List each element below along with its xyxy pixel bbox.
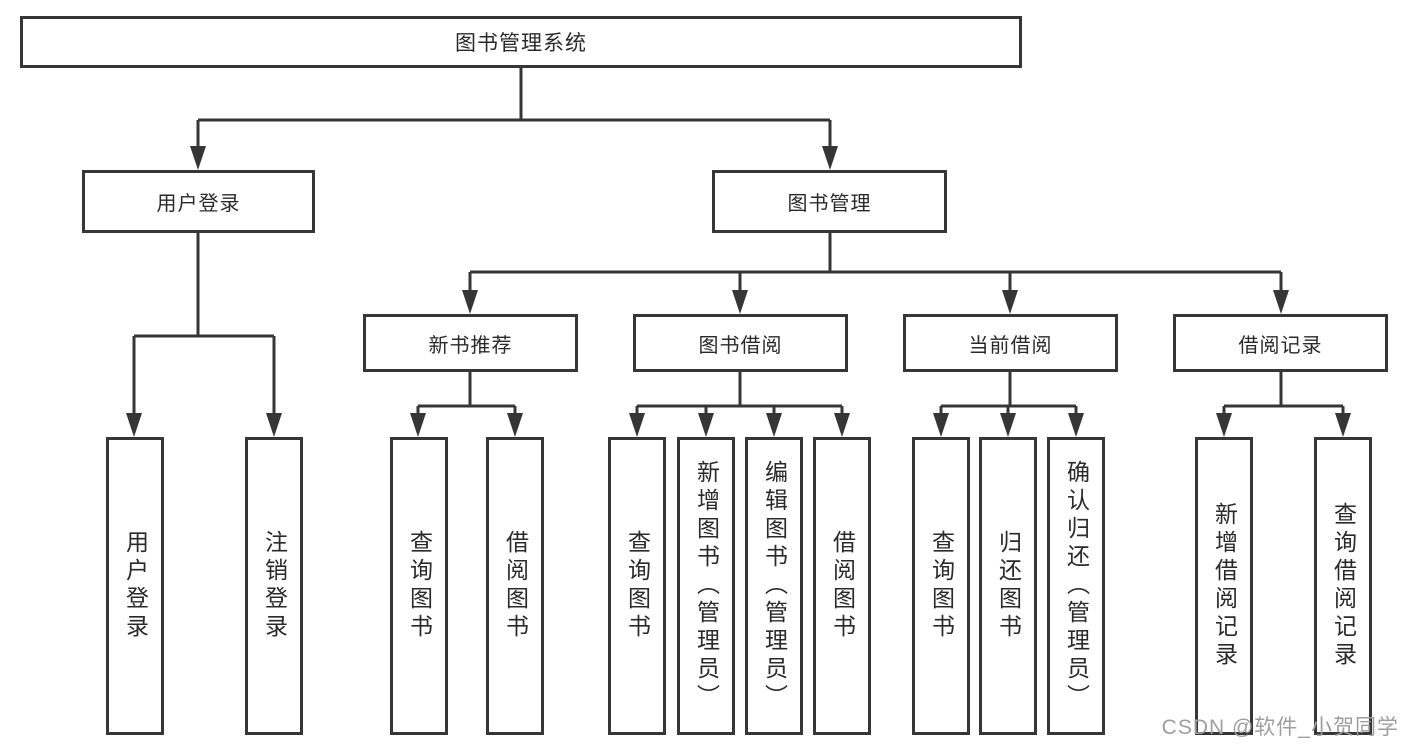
- arrowheads: [126, 146, 1351, 437]
- leaf-query-book-2-label: 查询图书: [624, 530, 651, 642]
- leaf-query-borrow-record-label: 查询借阅记录: [1330, 502, 1357, 670]
- leaf-edit-book-admin-label: 编辑图书（管理员）: [761, 460, 788, 712]
- leaf-add-borrow-record-label: 新增借阅记录: [1211, 502, 1238, 670]
- leaf-query-book-1: 查询图书: [390, 437, 448, 735]
- leaf-query-book-3: 查询图书: [912, 437, 970, 735]
- leaf-borrow-book-1: 借阅图书: [486, 437, 544, 735]
- leaf-borrow-book-2-label: 借阅图书: [829, 530, 856, 642]
- node-new-book-recommend: 新书推荐: [363, 314, 578, 372]
- node-new-book-recommend-label: 新书推荐: [428, 334, 513, 357]
- leaf-query-book-2: 查询图书: [608, 437, 666, 735]
- leaf-confirm-return-admin-label: 确认归还（管理员）: [1063, 460, 1090, 712]
- leaf-borrow-book-2: 借阅图书: [813, 437, 871, 735]
- leaf-borrow-book-1-label: 借阅图书: [502, 530, 529, 642]
- leaf-query-book-1-label: 查询图书: [406, 530, 433, 642]
- node-current-borrow: 当前借阅: [903, 314, 1118, 372]
- node-root: 图书管理系统: [20, 16, 1022, 68]
- leaf-user-login-label: 用户登录: [122, 530, 149, 642]
- node-root-label: 图书管理系统: [455, 32, 587, 55]
- node-book-borrow: 图书借阅: [633, 314, 848, 372]
- leaf-add-book-admin: 新增图书（管理员）: [677, 437, 735, 735]
- node-user-login: 用户登录: [82, 170, 315, 233]
- leaf-add-borrow-record: 新增借阅记录: [1195, 437, 1253, 735]
- leaf-user-login: 用户登录: [106, 437, 164, 735]
- watermark: CSDN @软件_小贺同学: [1161, 716, 1399, 739]
- leaf-query-borrow-record: 查询借阅记录: [1314, 437, 1372, 735]
- leaf-return-book: 归还图书: [979, 437, 1037, 735]
- node-borrow-records-label: 借阅记录: [1238, 334, 1323, 357]
- leaf-logout: 注销登录: [245, 437, 303, 735]
- node-book-borrow-label: 图书借阅: [698, 334, 783, 357]
- leaf-query-book-3-label: 查询图书: [928, 530, 955, 642]
- leaf-confirm-return-admin: 确认归还（管理员）: [1047, 437, 1105, 735]
- leaf-edit-book-admin: 编辑图书（管理员）: [745, 437, 803, 735]
- node-book-management: 图书管理: [712, 170, 947, 233]
- leaf-add-book-admin-label: 新增图书（管理员）: [693, 460, 720, 712]
- leaf-logout-label: 注销登录: [261, 530, 288, 642]
- node-borrow-records: 借阅记录: [1173, 314, 1388, 372]
- leaf-return-book-label: 归还图书: [995, 530, 1022, 642]
- node-user-login-label: 用户登录: [156, 193, 241, 215]
- node-current-borrow-label: 当前借阅: [968, 334, 1053, 357]
- node-book-management-label: 图书管理: [787, 193, 872, 215]
